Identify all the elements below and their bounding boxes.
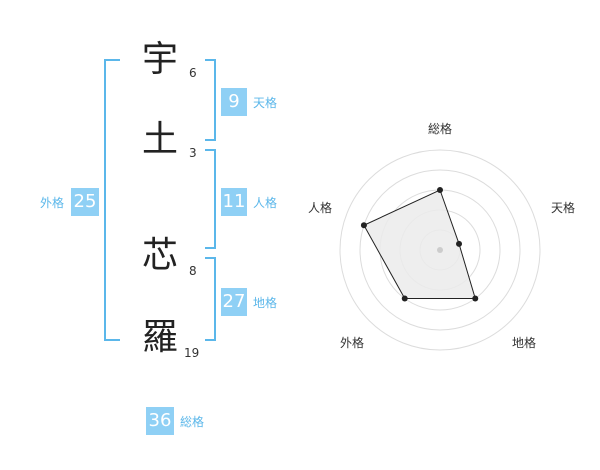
jinkaku-label: 人格	[253, 196, 278, 210]
name-char-2: 土	[142, 119, 179, 160]
radar-label-jinkaku: 人格	[308, 201, 333, 215]
radar-chart	[339, 149, 541, 351]
jinkaku-bracket	[205, 149, 216, 249]
radar-point-3	[472, 295, 479, 302]
chikaku-label: 地格	[253, 296, 278, 310]
chikaku-value: 27	[221, 288, 247, 316]
stroke-count-3: 8	[189, 264, 197, 278]
stroke-count-4: 19	[184, 346, 200, 360]
tenkaku-bracket	[205, 59, 216, 141]
radar-point-2	[456, 240, 463, 247]
name-char-4: 羅	[142, 317, 179, 358]
jinkaku-value: 11	[221, 188, 247, 216]
chikaku-bracket	[205, 257, 216, 341]
radar-label-chikaku: 地格	[512, 336, 537, 350]
name-char-1: 宇	[142, 39, 179, 80]
tenkaku-value: 9	[221, 88, 247, 116]
name-char-3: 芯	[142, 235, 179, 276]
radar-label-soukaku: 総格	[428, 122, 453, 136]
radar-label-gaikaku: 外格	[340, 336, 365, 350]
gaikaku-bracket	[104, 59, 120, 341]
radar-point-5	[360, 222, 367, 229]
gaikaku-value: 25	[71, 188, 99, 216]
radar-center-dot	[437, 247, 443, 253]
radar-grid-ring	[339, 149, 541, 351]
tenkaku-label: 天格	[253, 96, 278, 110]
gaikaku-label: 外格	[40, 196, 65, 210]
soukaku-label: 総格	[180, 415, 205, 429]
radar-grid-ring	[359, 169, 521, 331]
stroke-count-2: 3	[189, 146, 197, 160]
radar-point-1	[437, 187, 443, 193]
radar-label-tenkaku: 天格	[551, 201, 576, 215]
soukaku-value: 36	[146, 407, 174, 435]
radar-point-4	[401, 295, 408, 302]
radar-area	[363, 189, 476, 300]
stroke-count-1: 6	[189, 66, 197, 80]
